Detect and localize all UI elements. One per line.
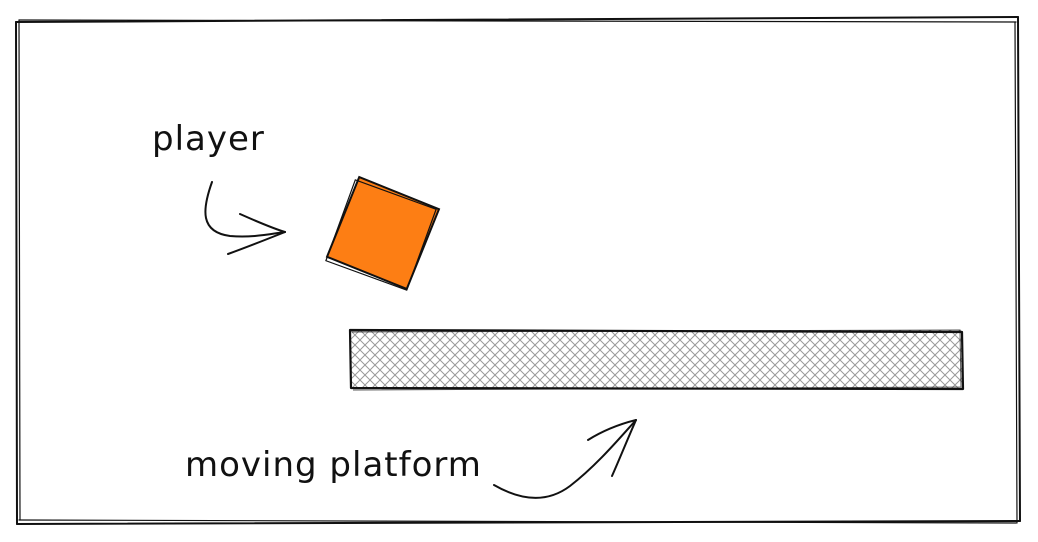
platform-label: moving platform: [185, 445, 482, 485]
moving-platform: [348, 328, 965, 391]
platform-arrow-icon: [493, 419, 637, 499]
player-arrow-icon: [204, 181, 286, 255]
scene-frame: [15, 16, 1021, 525]
player-square: [325, 175, 441, 291]
player-label: player: [152, 119, 265, 159]
